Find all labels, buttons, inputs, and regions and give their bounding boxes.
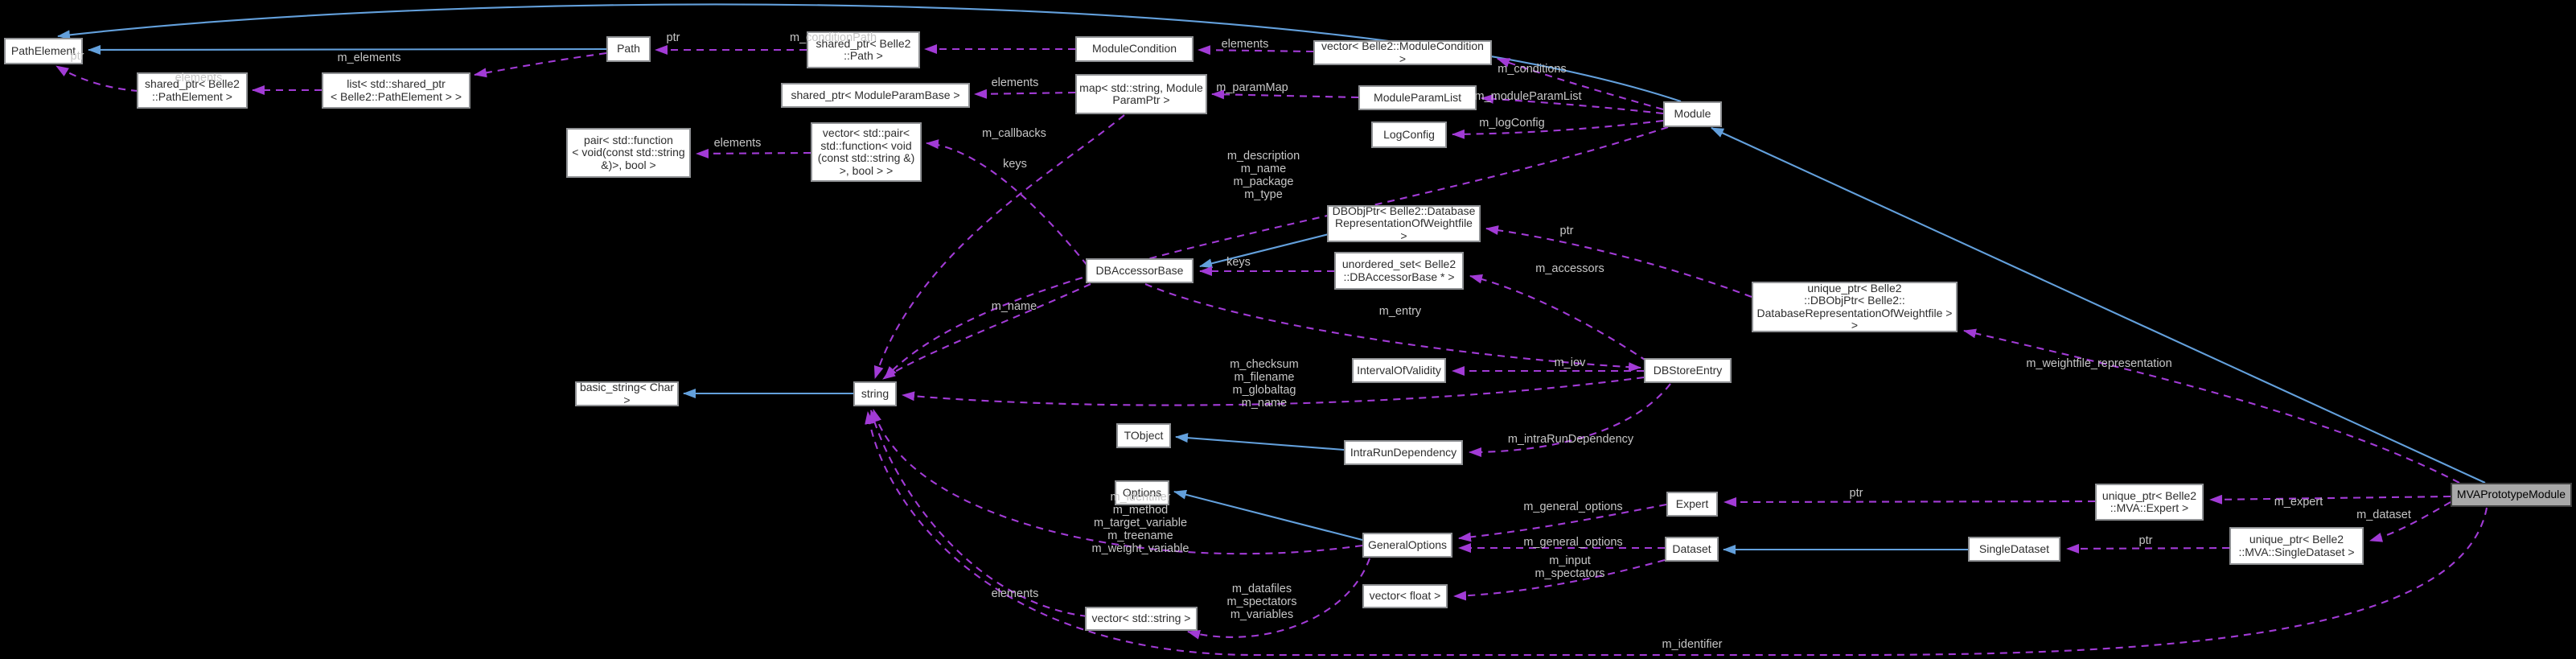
class-node-list_path_element[interactable]: list< std::shared_ptr < Belle2::PathElem… <box>322 72 470 109</box>
class-node-shared_ptr_path[interactable]: shared_ptr< Belle2 ::Path > <box>807 31 920 68</box>
class-node-expert[interactable]: Expert <box>1666 492 1718 517</box>
class-node-module_param_list[interactable]: ModuleParamList <box>1358 85 1477 110</box>
class-node-shared_ptr_module_param_base[interactable]: shared_ptr< ModuleParamBase > <box>781 83 970 108</box>
class-node-unordered_set[interactable]: unordered_set< Belle2 ::DBAccessorBase *… <box>1334 252 1464 290</box>
edge-path-to-path_element <box>88 44 607 55</box>
class-node-log_config[interactable]: LogConfig <box>1371 122 1447 148</box>
class-node-general_options[interactable]: GeneralOptions <box>1362 533 1452 558</box>
edge-general_options-to-string <box>872 409 1363 555</box>
class-node-db_accessor_base[interactable]: DBAccessorBase <box>1086 258 1194 283</box>
edge-mva_prototype_module-to-string <box>865 411 2488 657</box>
edge-expert-to-general_options <box>1458 503 1667 542</box>
edge-module-to-string <box>884 126 1669 379</box>
edge-module-to-module_param_list <box>1481 93 1664 115</box>
class-node-unique_ptr_dbobjptr[interactable]: unique_ptr< Belle2 ::DBObjPtr< Belle2:: … <box>1752 282 1958 332</box>
edge-db_store_entry-to-intra_run_dependency <box>1469 383 1671 457</box>
class-node-pair_function[interactable]: pair< std::function < void(const std::st… <box>566 128 691 178</box>
class-node-shared_ptr_path_element[interactable]: shared_ptr< Belle2 ::PathElement > <box>137 72 248 109</box>
class-node-string[interactable]: string <box>853 381 897 406</box>
class-node-mva_prototype_module[interactable]: MVAPrototypeModule <box>2451 483 2572 507</box>
class-node-module_condition[interactable]: ModuleCondition <box>1075 36 1194 62</box>
edge-map_module_param-to-shared_ptr_module_param_base <box>974 89 1076 99</box>
edge-vector_module_condition-to-module_condition <box>1198 45 1314 56</box>
edge-shared_ptr_path_element-to-path_element <box>55 65 139 93</box>
edge-mva_prototype_module-to-unique_ptr_single_dataset <box>2369 501 2451 542</box>
edge-dbobjptr-to-db_accessor_base <box>1199 233 1329 269</box>
class-node-map_module_param[interactable]: map< std::string, Module ParamPtr > <box>1075 74 1207 114</box>
class-node-tobject[interactable]: TObject <box>1116 423 1171 448</box>
edge-unique_ptr_expert-to-expert <box>1723 496 2096 507</box>
edge-general_options-to-vector_string <box>1187 558 1370 640</box>
class-node-interval_of_validity[interactable]: IntervalOfValidity <box>1352 358 1446 383</box>
edge-db_accessor_base-to-db_store_entry <box>1144 283 1641 373</box>
edge-general_options-to-options <box>1173 489 1363 542</box>
edge-map_module_param-to-string <box>873 114 1125 379</box>
edge-mva_prototype_module-to-unique_ptr_dbobjptr <box>1963 328 2460 484</box>
edge-vector_pair-to-pair_function <box>696 148 811 159</box>
edge-vector_string-to-string <box>869 410 1088 618</box>
edge-intra_run_dependency-to-tobject <box>1175 433 1345 451</box>
edge-module-to-vector_module_condition <box>1497 58 1664 111</box>
edge-path-to-list_path_element <box>474 51 607 78</box>
class-node-db_store_entry[interactable]: DBStoreEntry <box>1644 358 1732 383</box>
class-node-vector_pair[interactable]: vector< std::pair< std::function< void (… <box>811 122 922 182</box>
class-node-vector_module_condition[interactable]: vector< Belle2::ModuleCondition > <box>1313 39 1492 65</box>
class-node-path_element[interactable]: PathElement <box>4 38 83 64</box>
class-node-unique_ptr_expert[interactable]: unique_ptr< Belle2 ::MVA::Expert > <box>2095 484 2204 521</box>
edge-unique_ptr_dbobjptr-to-dbobjptr <box>1485 225 1752 298</box>
edge-unique_ptr_single_dataset-to-single_dataset <box>2066 543 2230 554</box>
class-node-module[interactable]: Module <box>1663 101 1722 127</box>
edge-db_accessor_base-to-string <box>882 283 1091 380</box>
class-node-options[interactable]: Options <box>1115 480 1169 505</box>
class-node-dbobjptr[interactable]: DBObjPtr< Belle2::Database Representatio… <box>1327 204 1481 242</box>
edge-module-to-log_config <box>1452 119 1664 139</box>
edge-module_param_list-to-map_module_param <box>1211 89 1359 100</box>
class-node-vector_float[interactable]: vector< float > <box>1362 584 1448 608</box>
edge-db_store_entry-to-string <box>902 376 1645 406</box>
class-node-dataset[interactable]: Dataset <box>1665 537 1719 562</box>
edge-mva_prototype_module-to-unique_ptr_expert <box>2209 494 2451 505</box>
class-node-intra_run_dependency[interactable]: IntraRunDependency <box>1344 440 1463 465</box>
edge-dataset-to-vector_float <box>1453 558 1666 601</box>
class-node-single_dataset[interactable]: SingleDataset <box>1968 537 2060 562</box>
edge-db_store_entry-to-unordered_set <box>1469 274 1648 362</box>
class-node-path[interactable]: Path <box>606 36 651 62</box>
class-node-unique_ptr_single_dataset[interactable]: unique_ptr< Belle2 ::MVA::SingleDataset … <box>2229 527 2364 565</box>
class-node-vector_string[interactable]: vector< std::string > <box>1085 607 1198 631</box>
class-node-basic_string[interactable]: basic_string< Char > <box>575 381 679 406</box>
edge-mva_prototype_module-to-module <box>1711 127 2486 484</box>
